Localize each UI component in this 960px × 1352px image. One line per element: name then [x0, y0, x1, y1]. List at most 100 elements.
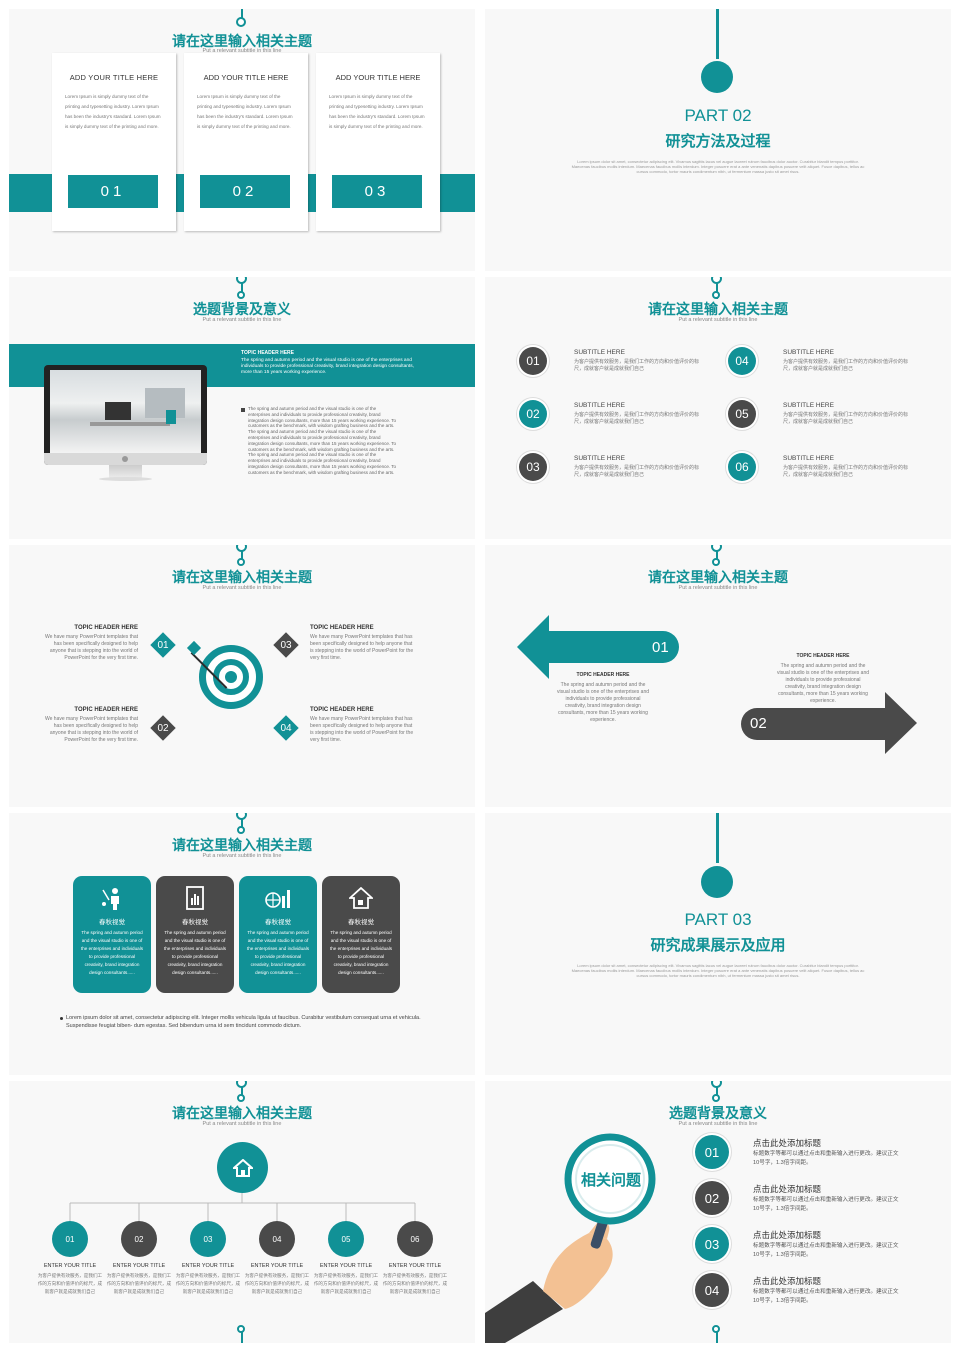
node-body: 为客户提供有效服务，是我们工作的方向和价值评价的标尺，成就客户就是成就我们自己: [313, 1273, 379, 1294]
list-head: 点击此处添加标题: [753, 1276, 822, 1286]
hand-magnifier-illustration: [485, 1133, 656, 1343]
slide-2: PART 02 研究方法及过程 Lorem ipsum dolor sit am…: [485, 9, 951, 271]
slide-subtitle: Put a relevant subtitle in this line: [202, 585, 282, 591]
tree-connectors: [69, 1193, 416, 1221]
node-head: ENTER YOUR TITLE: [181, 1263, 235, 1269]
card-3: ADD YOUR TITLE HERE Lorem Ipsum is simpl…: [316, 53, 440, 231]
connector-ring: [237, 558, 245, 566]
band-body: The spring and autumn period and the vis…: [241, 358, 414, 375]
top-connector: [716, 9, 719, 59]
node-body: 为客户提供有效服务，是我们工作的方向和价值评价的标尺，成就客户就是成就我们自己: [244, 1273, 310, 1294]
list-body: 标题数字等都可以通过点击和重新输入进行更改。建议正文10号字，1.3倍字间距。: [753, 1243, 899, 1258]
number-badge: 01: [519, 347, 547, 375]
node-02: 02: [121, 1221, 157, 1257]
slide-subtitle: Put a relevant subtitle in this line: [202, 853, 282, 859]
target-icon: [199, 645, 263, 709]
card-2: ADD YOUR TITLE HERE Lorem Ipsum is simpl…: [184, 53, 308, 231]
item-body: 为客户提供有效服务，是我们工作的方向和价值评价的标尺，成就客户就是成就我们自己: [574, 465, 700, 478]
document-chart-icon: [156, 885, 234, 911]
slide-title: 请在这里输入相关主题: [172, 33, 312, 49]
item-head: SUBTITLE HERE: [783, 455, 834, 462]
slide-title: 请在这里输入相关主题: [648, 301, 788, 317]
subtitle-item: 06 SUBTITLE HERE 为客户提供有效服务，是我们工作的方向和价值评价…: [728, 453, 928, 493]
item-head: SUBTITLE HERE: [783, 349, 834, 356]
service-card: 春秋视觉 The spring and autumn period and th…: [322, 876, 400, 993]
item-head: SUBTITLE HERE: [574, 349, 625, 356]
node-head: ENTER YOUR TITLE: [250, 1263, 304, 1269]
list-head: 点击此处添加标题: [753, 1184, 822, 1194]
slide-8: PART 03 研究成果展示及应用 Lorem ipsum dolor sit …: [485, 813, 951, 1075]
office-photo: [50, 370, 201, 453]
connector-dot: [701, 866, 733, 898]
slide-3: 选题背景及意义 Put a relevant subtitle in this …: [9, 277, 475, 539]
node-06: 06: [397, 1221, 433, 1257]
band-header: TOPIC HEADER HERE: [241, 350, 294, 356]
card-title: ADD YOUR TITLE HERE: [203, 73, 289, 82]
connector-ring: [712, 558, 720, 566]
slide-subtitle: Put a relevant subtitle in this line: [202, 317, 282, 323]
card-number: 02: [199, 174, 291, 209]
list-item: 01 点击此处添加标题 标题数字等都可以通过点击和重新输入进行更改。建议正文10…: [695, 1135, 915, 1175]
slide-6: 请在这里输入相关主题 Put a relevant subtitle in th…: [485, 545, 951, 807]
top-connector: [241, 277, 243, 297]
card-body: Lorem Ipsum is simply dummy text of the …: [65, 94, 161, 129]
slide-1: 请在这里输入相关主题 Put a relevant subtitle in th…: [9, 9, 475, 271]
service-card: 春秋视觉 The spring and autumn period and th…: [73, 876, 151, 993]
slide-subtitle: Put a relevant subtitle in this line: [678, 1121, 758, 1127]
item-body: 为客户提供有效服务，是我们工作的方向和价值评价的标尺，成就客户就是成就我们自己: [574, 359, 700, 372]
card-label: 春秋视觉: [265, 919, 291, 926]
topic-2: TOPIC HEADER HERE We have many PowerPoin…: [44, 707, 138, 743]
node-body: 为客户提供有效服务，是我们工作的方向和价值评价的标尺，成就客户就是成就我们自己: [106, 1273, 172, 1294]
arrow-number-02: 02: [750, 715, 767, 732]
footer-bullet: [60, 1017, 63, 1020]
slide-title: 选题背景及意义: [669, 1105, 767, 1121]
list-number: 03: [695, 1227, 729, 1261]
footer-text: Lorem ipsum dolor sit amet, consectetur …: [66, 1015, 421, 1029]
slide-subtitle: Put a relevant subtitle in this line: [202, 1121, 282, 1127]
part-label: PART 02: [684, 106, 752, 125]
node-head: ENTER YOUR TITLE: [43, 1263, 97, 1269]
connector-ring: [236, 1081, 247, 1088]
item-head: SUBTITLE HERE: [574, 455, 625, 462]
globe-bars-icon: [239, 885, 317, 911]
top-connector: [241, 9, 243, 19]
card-label: 春秋视觉: [99, 919, 125, 926]
number-badge: 02: [519, 400, 547, 428]
topic-right: TOPIC HEADER HERE The spring and autumn …: [777, 653, 869, 704]
card-title: ADD YOUR TITLE HERE: [335, 73, 421, 82]
top-connector: [716, 545, 718, 565]
bottom-connector: [716, 1331, 718, 1343]
house-icon: [322, 885, 400, 911]
house-icon: [232, 1158, 253, 1177]
connector-ring: [236, 277, 247, 284]
card-number: 01: [67, 174, 159, 209]
connector-ring: [237, 1094, 245, 1102]
part-title: 研究方法及过程: [665, 133, 771, 150]
top-connector: [716, 813, 719, 863]
number-badge: 06: [728, 453, 756, 481]
connector-ring: [711, 545, 722, 552]
number-badge: 05: [728, 400, 756, 428]
slide-title: 请在这里输入相关主题: [172, 837, 312, 853]
card-label: 春秋视觉: [182, 919, 208, 926]
subtitle-item: 01 SUBTITLE HERE 为客户提供有效服务，是我们工作的方向和价值评价…: [519, 347, 719, 387]
connector-ring: [712, 291, 720, 299]
list-body: 标题数字等都可以通过点击和重新输入进行更改。建议正文10号字，1.3倍字间距。: [753, 1151, 899, 1166]
slide-title: 选题背景及意义: [193, 301, 291, 317]
card-body: Lorem Ipsum is simply dummy text of the …: [197, 94, 293, 129]
part-title: 研究成果展示及应用: [650, 937, 786, 954]
list-item: 04 点击此处添加标题 标题数字等都可以通过点击和重新输入进行更改。建议正文10…: [695, 1273, 915, 1313]
node-head: ENTER YOUR TITLE: [112, 1263, 166, 1269]
item-body: 为客户提供有效服务，是我们工作的方向和价值评价的标尺，成就客户就是成就我们自己: [574, 412, 700, 425]
slide-title: 请在这里输入相关主题: [648, 569, 788, 585]
left-arrow-shape: [517, 615, 679, 679]
card-body: The spring and autumn period and the vis…: [80, 930, 144, 975]
connector-ring: [711, 277, 722, 284]
connector-ring: [237, 826, 245, 834]
arrow-number-01: 01: [652, 639, 669, 656]
connector-ring: [236, 17, 246, 27]
node-body: 为客户提供有效服务，是我们工作的方向和价值评价的标尺，成就客户就是成就我们自己: [382, 1273, 448, 1294]
bullet-square: [241, 408, 245, 412]
card-body: The spring and autumn period and the vis…: [163, 930, 227, 975]
slide-title: 请在这里输入相关主题: [172, 569, 312, 585]
